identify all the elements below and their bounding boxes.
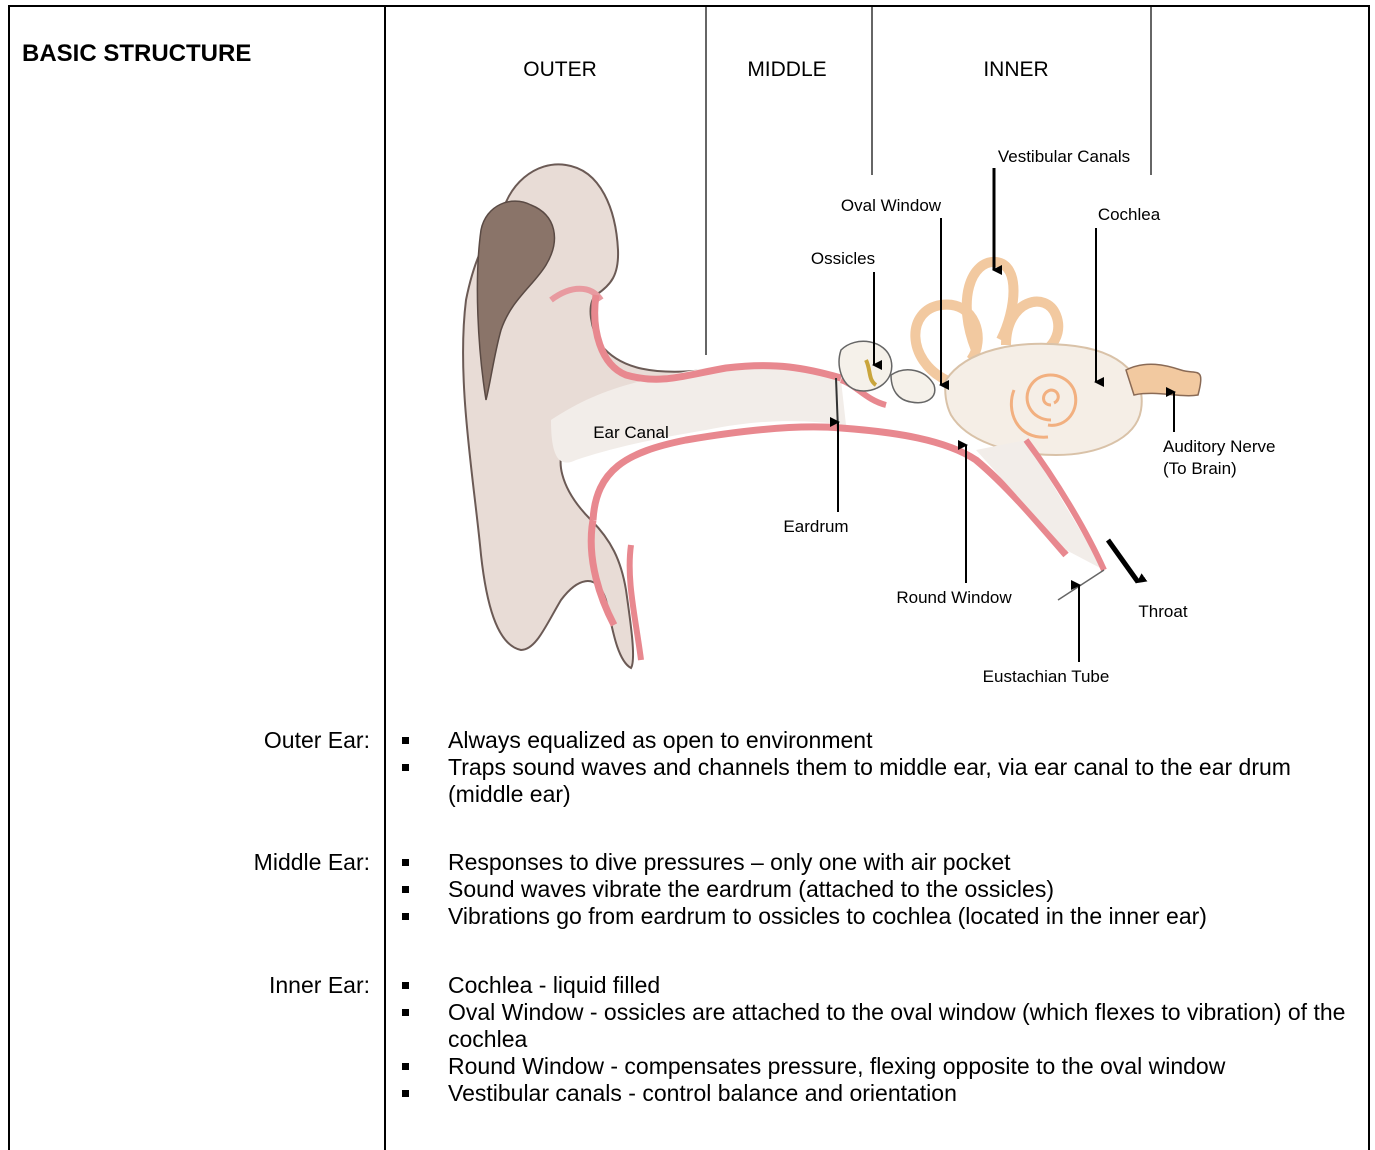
ear-canal-label: Ear Canal (593, 423, 669, 442)
round-window-label: Round Window (896, 588, 1012, 607)
outer-ear-label: Outer Ear: (10, 727, 370, 754)
middle-ear-label: Middle Ear: (10, 849, 370, 876)
cochlea-illustration (945, 344, 1142, 455)
eustachian-tube-label: Eustachian Tube (983, 667, 1110, 686)
cochlea-label: Cochlea (1098, 205, 1161, 224)
throat-arrow (1108, 540, 1138, 582)
middle-section-label: MIDDLE (747, 58, 826, 81)
middle-ear-bullet: Responses to dive pressures – only one w… (402, 849, 1362, 876)
auditory-nerve-illustration (1126, 364, 1201, 395)
inner-ear-bullet: Vestibular canals - control balance and … (402, 1080, 1362, 1107)
inner-ear-label: Inner Ear: (10, 972, 370, 999)
vestibular-canals-label: Vestibular Canals (998, 147, 1130, 166)
oval-window-label: Oval Window (841, 196, 942, 215)
ear-anatomy-diagram: OUTER MIDDLE INNER (386, 0, 1368, 700)
outer-section-label: OUTER (523, 58, 597, 81)
auditory-nerve-label: Auditory Nerve (1163, 437, 1275, 456)
table-right-border (1368, 5, 1370, 1150)
inner-ear-bullet: Oval Window - ossicles are attached to t… (402, 999, 1362, 1053)
middle-ear-bullet: Vibrations go from eardrum to ossicles t… (402, 903, 1362, 930)
ossicles-label: Ossicles (811, 249, 875, 268)
eustachian-tube-illustration (976, 440, 1104, 600)
eardrum-label: Eardrum (783, 517, 848, 536)
outer-ear-bullet-list: Always equalized as open to environment … (402, 727, 1362, 808)
inner-ear-bullet: Round Window - compensates pressure, fle… (402, 1053, 1362, 1080)
section-heading: BASIC STRUCTURE (22, 40, 251, 68)
throat-label: Throat (1138, 602, 1187, 621)
auditory-nerve-sublabel: (To Brain) (1163, 459, 1237, 478)
inner-ear-bullet: Cochlea - liquid filled (402, 972, 1362, 999)
middle-ear-bullet: Sound waves vibrate the eardrum (attache… (402, 876, 1362, 903)
inner-ear-bullet-list: Cochlea - liquid filled Oval Window - os… (402, 972, 1362, 1107)
outer-ear-bullet: Always equalized as open to environment (402, 727, 1362, 754)
middle-ear-bullet-list: Responses to dive pressures – only one w… (402, 849, 1362, 930)
outer-ear-bullet: Traps sound waves and channels them to m… (402, 754, 1362, 808)
inner-section-label: INNER (983, 58, 1048, 81)
